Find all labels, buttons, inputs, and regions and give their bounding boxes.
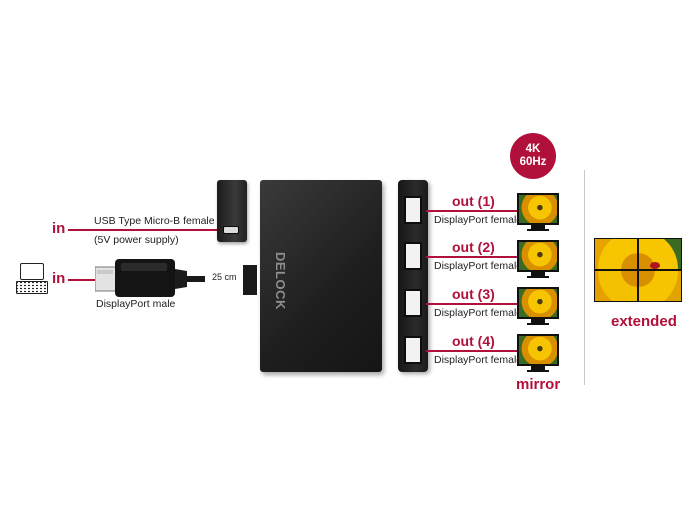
out-label-2: out (2) [452,239,495,255]
mode-divider [584,170,585,385]
mirror-label: mirror [516,376,561,393]
cable-length: 25 cm [212,272,237,282]
usb-input-line [68,229,223,231]
out-line-1 [426,210,518,212]
extended-label: extended [611,313,677,330]
dp-port-3 [404,289,422,317]
out-line-4 [426,350,518,352]
hub-body [260,180,382,372]
out-line-3 [426,303,518,305]
out-desc-4: DisplayPort female [434,354,523,366]
out-desc-1: DisplayPort female [434,214,523,226]
out-line-2 [426,256,518,258]
dp-port-2 [404,242,422,270]
out-label-3: out (3) [452,286,495,302]
dp-port-4 [404,336,422,364]
out-label-1: out (1) [452,193,495,209]
badge-line-2: 60Hz [519,156,547,168]
usb-input-power: (5V power supply) [94,234,179,246]
out-label-4: out (4) [452,333,495,349]
out-desc-2: DisplayPort female [434,260,523,272]
micro-usb-port [223,226,239,234]
displayport-male-connector [95,259,257,297]
extended-video-wall [594,238,682,302]
ladybug-icon [650,262,660,269]
badge-line-1: 4K [525,143,541,155]
dp-port-1 [404,196,422,224]
dp-input-line [68,279,98,281]
brand-logo: DELOCK [273,252,288,310]
out-desc-3: DisplayPort female [434,307,523,319]
usb-input-desc: USB Type Micro-B female [94,215,215,227]
dp-input-desc: DisplayPort male [96,298,176,310]
resolution-badge: 4K 60Hz [510,133,556,179]
usb-input-label: in [52,220,66,237]
dp-input-label: in [52,270,66,287]
